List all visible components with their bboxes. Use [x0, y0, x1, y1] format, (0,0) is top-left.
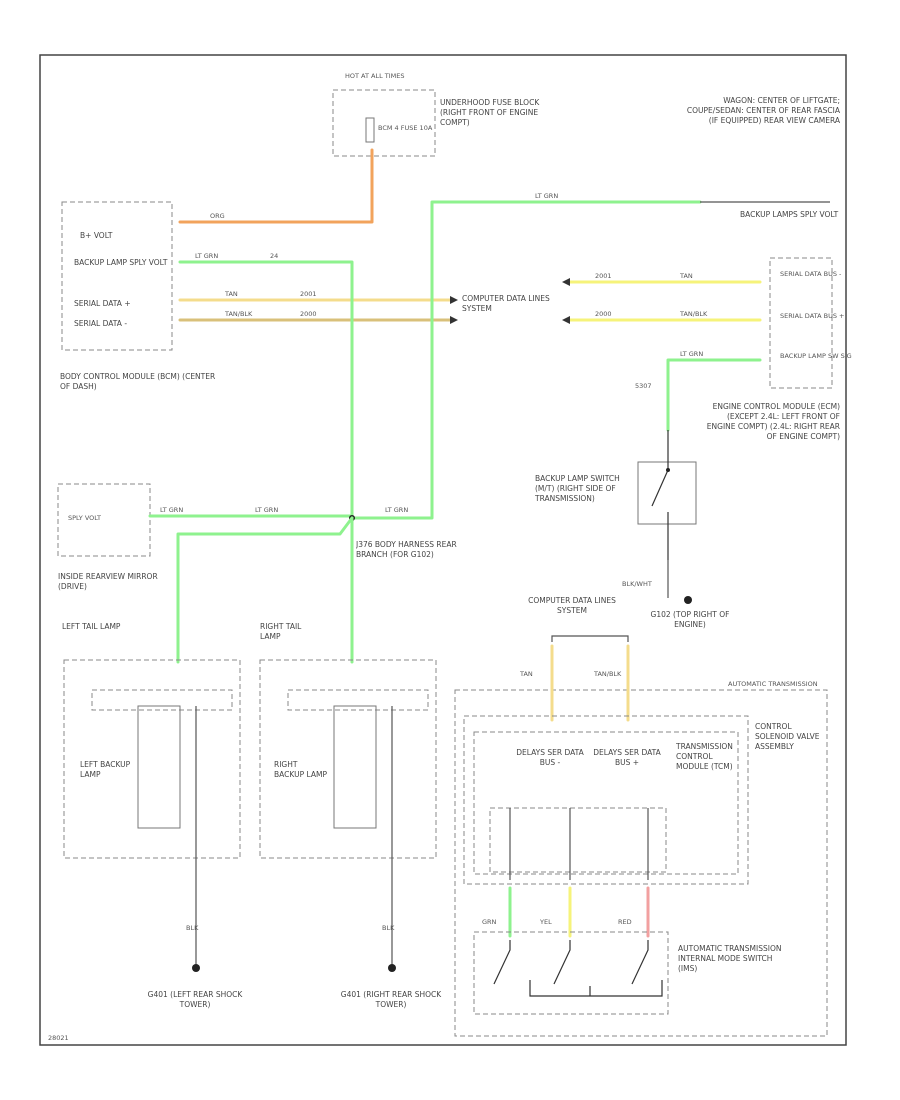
wire-label-2000-1: 2000: [300, 310, 317, 318]
wire-label-grn: GRN: [482, 918, 497, 926]
arrow-ecm-plus: [562, 278, 570, 286]
fuse-block-box: [332, 89, 436, 157]
tcm-inner-box: [489, 807, 667, 873]
backup-lamps-sply-label: BACKUP LAMPS SPLY VOLT: [740, 210, 839, 219]
tcm-data-plus-pin: DELAYS SER DATA BUS +: [593, 748, 661, 767]
wire-ltgrn-camera: [350, 200, 702, 520]
auto-trans-label: AUTOMATIC TRANSMISSION: [728, 680, 818, 688]
backup-switch-box: [637, 461, 697, 525]
ground-g401-left-label: G401 (LEFT REAR SHOCK TOWER): [147, 990, 243, 1009]
wire-label-2001-1: 2001: [300, 290, 317, 298]
splice-name: J376 BODY HARNESS REAR BRANCH (FOR G102): [356, 540, 457, 559]
bcm-b-volt-pin: B+ VOLT: [80, 231, 113, 240]
wire-backup-ltgrn-bcm: [178, 260, 354, 520]
wire-label-ltgrn-2: LT GRN: [535, 192, 558, 200]
wire-label-ltgrn-4: LT GRN: [160, 506, 183, 514]
wire-label-24: 24: [270, 252, 278, 260]
data-lines-bracket: [551, 635, 629, 642]
ecm-serial-minus-pin: SERIAL DATA BUS -: [780, 270, 842, 278]
bcm-box: [61, 201, 173, 351]
auto-trans-box: [454, 689, 828, 1037]
tcm-label: TRANSMISSION CONTROL MODULE (TCM): [676, 742, 733, 771]
ground-g401-right-label: G401 (RIGHT REAR SHOCK TOWER): [340, 990, 442, 1009]
backup-switch-contact: [651, 430, 669, 560]
wire-label-tan-3: TAN: [519, 670, 533, 678]
ecm-serial-plus-pin: SERIAL DATA BUS +: [780, 312, 844, 320]
wire-label-ltgrn-6: LT GRN: [385, 506, 408, 514]
wire-label-tanblk-2: TAN/BLK: [679, 310, 708, 318]
hot-at-all-times-label: HOT AT ALL TIMES: [345, 72, 405, 80]
fuse-block-name: UNDERHOOD FUSE BLOCK (RIGHT FRONT OF ENG…: [440, 98, 540, 127]
wire-bplus-orange: [178, 148, 374, 224]
ecm-backup-pin: BACKUP LAMP SW SIG: [780, 352, 852, 360]
wire-label-tan-1: TAN: [224, 290, 238, 298]
control-solenoid-box: [463, 715, 749, 885]
ground-g401-right-icon: [388, 964, 396, 972]
computer-data-lines-1: COMPUTER DATA LINES SYSTEM: [462, 294, 550, 313]
arrow-serial-minus: [450, 316, 458, 324]
wire-label-tanblk-1: TAN/BLK: [224, 310, 253, 318]
wire-label-tan-2: TAN: [679, 272, 693, 280]
wire-label-yel: YEL: [539, 918, 552, 926]
wire-label-tanblk-3: TAN/BLK: [593, 670, 622, 678]
right-tail-inner-box: [287, 689, 429, 711]
tcm-data-minus-pin: DELAYS SER DATA BUS -: [516, 748, 584, 767]
wire-label-2001-2: 2001: [595, 272, 612, 280]
backup-switch-name: BACKUP LAMP SWITCH (M/T) (RIGHT SIDE OF …: [535, 474, 620, 503]
right-backup-bulb: [333, 705, 377, 829]
right-backup-lamp-label: RIGHT BACKUP LAMP: [274, 760, 327, 779]
diagram-frame: [39, 54, 847, 1046]
ground-g102-icon: [684, 596, 692, 604]
mirror-name: INSIDE REARVIEW MIRROR (DRIVE): [58, 572, 158, 591]
ims-switch-1: [493, 940, 511, 985]
wire-label-ltgrn-1: LT GRN: [195, 252, 218, 260]
wire-label-red: RED: [618, 918, 632, 926]
mirror-box: [57, 483, 151, 557]
backup-switch-pivot: [666, 468, 670, 472]
fuse-label: BCM 4 FUSE 10A: [378, 124, 433, 132]
ims-switch-2: [553, 940, 571, 985]
wire-label-2000-2: 2000: [595, 310, 612, 318]
wire-label-blk-2: BLK: [382, 924, 395, 932]
camera-location-note: WAGON: CENTER OF LIFTGATE; COUPE/SEDAN: …: [686, 96, 840, 125]
wire-label-ltgrn-5: LT GRN: [255, 506, 278, 514]
right-tail-lamp-box: [259, 659, 437, 859]
wire-left-tail-ltgrn: [176, 516, 354, 664]
ground-g102-label: G102 (TOP RIGHT OF ENGINE): [650, 610, 730, 629]
ecm-name: ENGINE CONTROL MODULE (ECM) (EXCEPT 2.4L…: [706, 402, 840, 441]
arrow-serial-plus: [450, 296, 458, 304]
computer-data-lines-2: COMPUTER DATA LINES SYSTEM: [528, 596, 616, 615]
wire-label-org: ORG: [210, 212, 225, 220]
bcm-name: BODY CONTROL MODULE (BCM) (CENTER OF DAS…: [60, 372, 216, 391]
wire-ecm-backup-ltgrn: [666, 358, 762, 432]
left-tail-lamp-box: [63, 659, 241, 859]
right-tail-lamp-label: RIGHT TAIL LAMP: [260, 622, 302, 641]
fuse-icon: [365, 117, 375, 143]
ims-common-bus: [529, 980, 663, 997]
wire-label-5307: 5307: [635, 382, 652, 390]
ims-switch-3: [631, 940, 649, 985]
ims-label: AUTOMATIC TRANSMISSION INTERNAL MODE SWI…: [678, 944, 782, 973]
left-backup-bulb: [137, 705, 181, 829]
mirror-sply-pin: SPLY VOLT: [68, 514, 101, 522]
arrow-ecm-minus: [562, 316, 570, 324]
tcm-box: [473, 731, 739, 875]
bcm-serial-data-minus-pin: SERIAL DATA -: [74, 319, 127, 328]
bcm-backup-lamp-pin: BACKUP LAMP SPLY VOLT: [74, 258, 168, 267]
wire-label-blk-1: BLK: [186, 924, 199, 932]
bcm-serial-data-plus-pin: SERIAL DATA +: [74, 299, 131, 308]
wire-label-blk-wht: BLK/WHT: [622, 580, 652, 588]
wire-label-ltgrn-3: LT GRN: [680, 350, 703, 358]
left-backup-lamp-label: LEFT BACKUP LAMP: [80, 760, 131, 779]
footer-code: 28021: [48, 1034, 69, 1042]
left-tail-inner-box: [91, 689, 233, 711]
ims-box: [473, 931, 669, 1015]
ground-g401-left-icon: [192, 964, 200, 972]
left-tail-lamp-label: LEFT TAIL LAMP: [62, 622, 121, 631]
control-solenoid-label: CONTROL SOLENOID VALVE ASSEMBLY: [755, 722, 820, 751]
